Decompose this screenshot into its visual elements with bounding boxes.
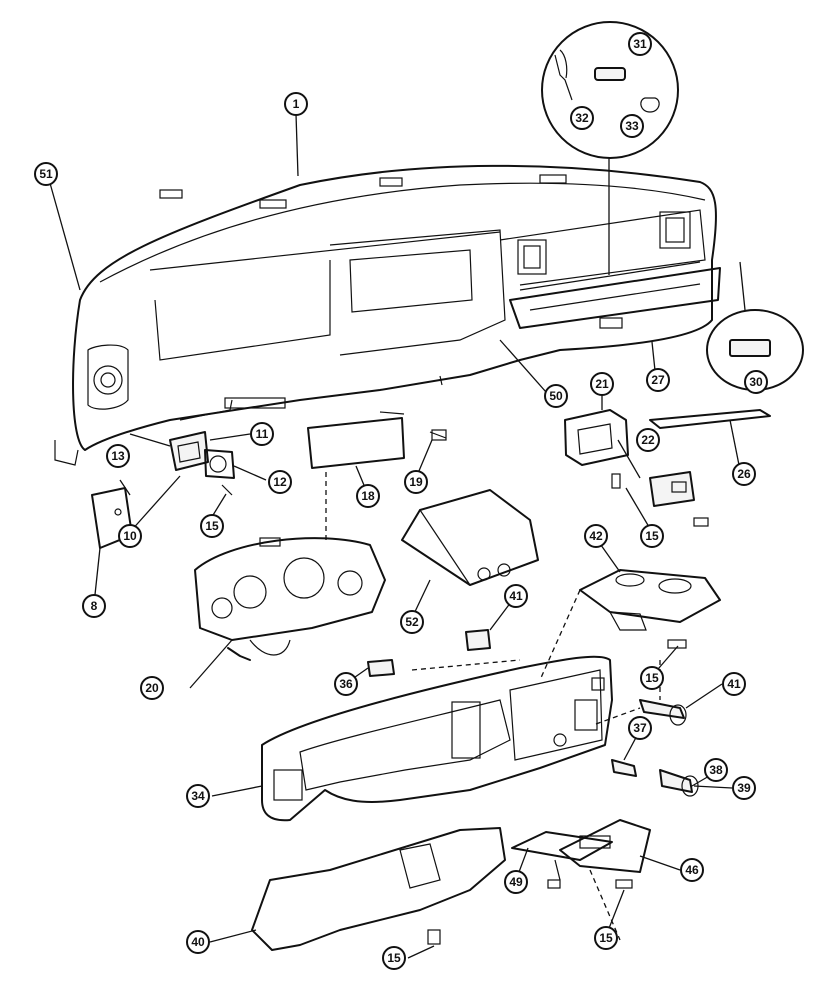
callout-15: 15	[640, 524, 664, 548]
callout-15: 15	[382, 946, 406, 970]
callout-11: 11	[250, 422, 274, 446]
callout-30: 30	[744, 370, 768, 394]
callout-label: 11	[256, 427, 269, 441]
callout-37: 37	[628, 716, 652, 740]
lower-trim-cover	[251, 827, 506, 951]
callout-label: 15	[387, 951, 401, 965]
callout-label: 33	[625, 119, 639, 133]
callout-20: 20	[140, 676, 164, 700]
callout-label: 1	[293, 97, 300, 111]
callout-label: 15	[205, 519, 219, 533]
callout-38: 38	[704, 758, 728, 782]
callout-label: 50	[549, 389, 563, 403]
callout-label: 40	[191, 935, 205, 949]
callout-label: 42	[589, 529, 603, 543]
callout-1: 1	[284, 92, 308, 116]
callout-33: 33	[620, 114, 644, 138]
callout-label: 15	[599, 931, 613, 945]
callout-36: 36	[334, 672, 358, 696]
callout-31: 31	[628, 32, 652, 56]
callout-label: 8	[91, 599, 98, 613]
callout-41: 41	[504, 584, 528, 608]
lamp-detail-inset	[541, 21, 804, 391]
callout-label: 12	[273, 475, 287, 489]
callout-50: 50	[544, 384, 568, 408]
callout-39: 39	[732, 776, 756, 800]
callout-label: 15	[645, 671, 659, 685]
callout-42: 42	[584, 524, 608, 548]
callout-13: 13	[106, 444, 130, 468]
callout-label: 21	[595, 377, 609, 391]
callout-label: 15	[645, 529, 659, 543]
round-components	[367, 629, 699, 797]
callout-label: 10	[123, 529, 137, 543]
panel-18	[307, 411, 447, 469]
callout-32: 32	[570, 106, 594, 130]
callout-label: 20	[145, 681, 159, 695]
callout-label: 51	[39, 167, 53, 181]
callout-label: 36	[339, 677, 353, 691]
callout-41: 41	[722, 672, 746, 696]
callout-label: 49	[509, 875, 523, 889]
callout-10: 10	[118, 524, 142, 548]
callout-label: 19	[409, 475, 423, 489]
callout-label: 26	[737, 467, 751, 481]
callout-label: 30	[749, 375, 763, 389]
bracket-21-22-26	[564, 409, 771, 527]
callout-label: 22	[641, 433, 655, 447]
callout-label: 41	[727, 677, 741, 691]
callout-46: 46	[680, 858, 704, 882]
callout-label: 37	[633, 721, 647, 735]
callout-label: 52	[405, 615, 419, 629]
callout-15: 15	[640, 666, 664, 690]
callout-12: 12	[268, 470, 292, 494]
callout-26: 26	[732, 462, 756, 486]
cup-holder	[579, 569, 721, 649]
callout-label: 27	[651, 373, 665, 387]
callout-49: 49	[504, 870, 528, 894]
instrument-panel	[54, 164, 721, 466]
callout-label: 32	[575, 111, 589, 125]
leader-lines	[47, 113, 741, 959]
callout-label: 18	[361, 489, 375, 503]
callout-52: 52	[400, 610, 424, 634]
instrument-bezel	[261, 655, 613, 822]
callout-label: 39	[737, 781, 751, 795]
callout-15: 15	[594, 926, 618, 950]
callout-label: 46	[685, 863, 699, 877]
ashtray-assembly	[511, 819, 651, 889]
callout-label: 34	[191, 789, 205, 803]
instrument-cluster	[194, 537, 386, 661]
callout-19: 19	[404, 470, 428, 494]
callout-label: 31	[633, 37, 647, 51]
callout-label: 38	[709, 763, 723, 777]
callout-8: 8	[82, 594, 106, 618]
storage-bin-52	[401, 489, 539, 586]
callout-34: 34	[186, 784, 210, 808]
callout-18: 18	[356, 484, 380, 508]
callout-51: 51	[34, 162, 58, 186]
callout-label: 13	[111, 449, 125, 463]
callout-label: 41	[509, 589, 523, 603]
callout-15: 15	[200, 514, 224, 538]
callout-21: 21	[590, 372, 614, 396]
callout-22: 22	[636, 428, 660, 452]
callout-40: 40	[186, 930, 210, 954]
callout-27: 27	[646, 368, 670, 392]
